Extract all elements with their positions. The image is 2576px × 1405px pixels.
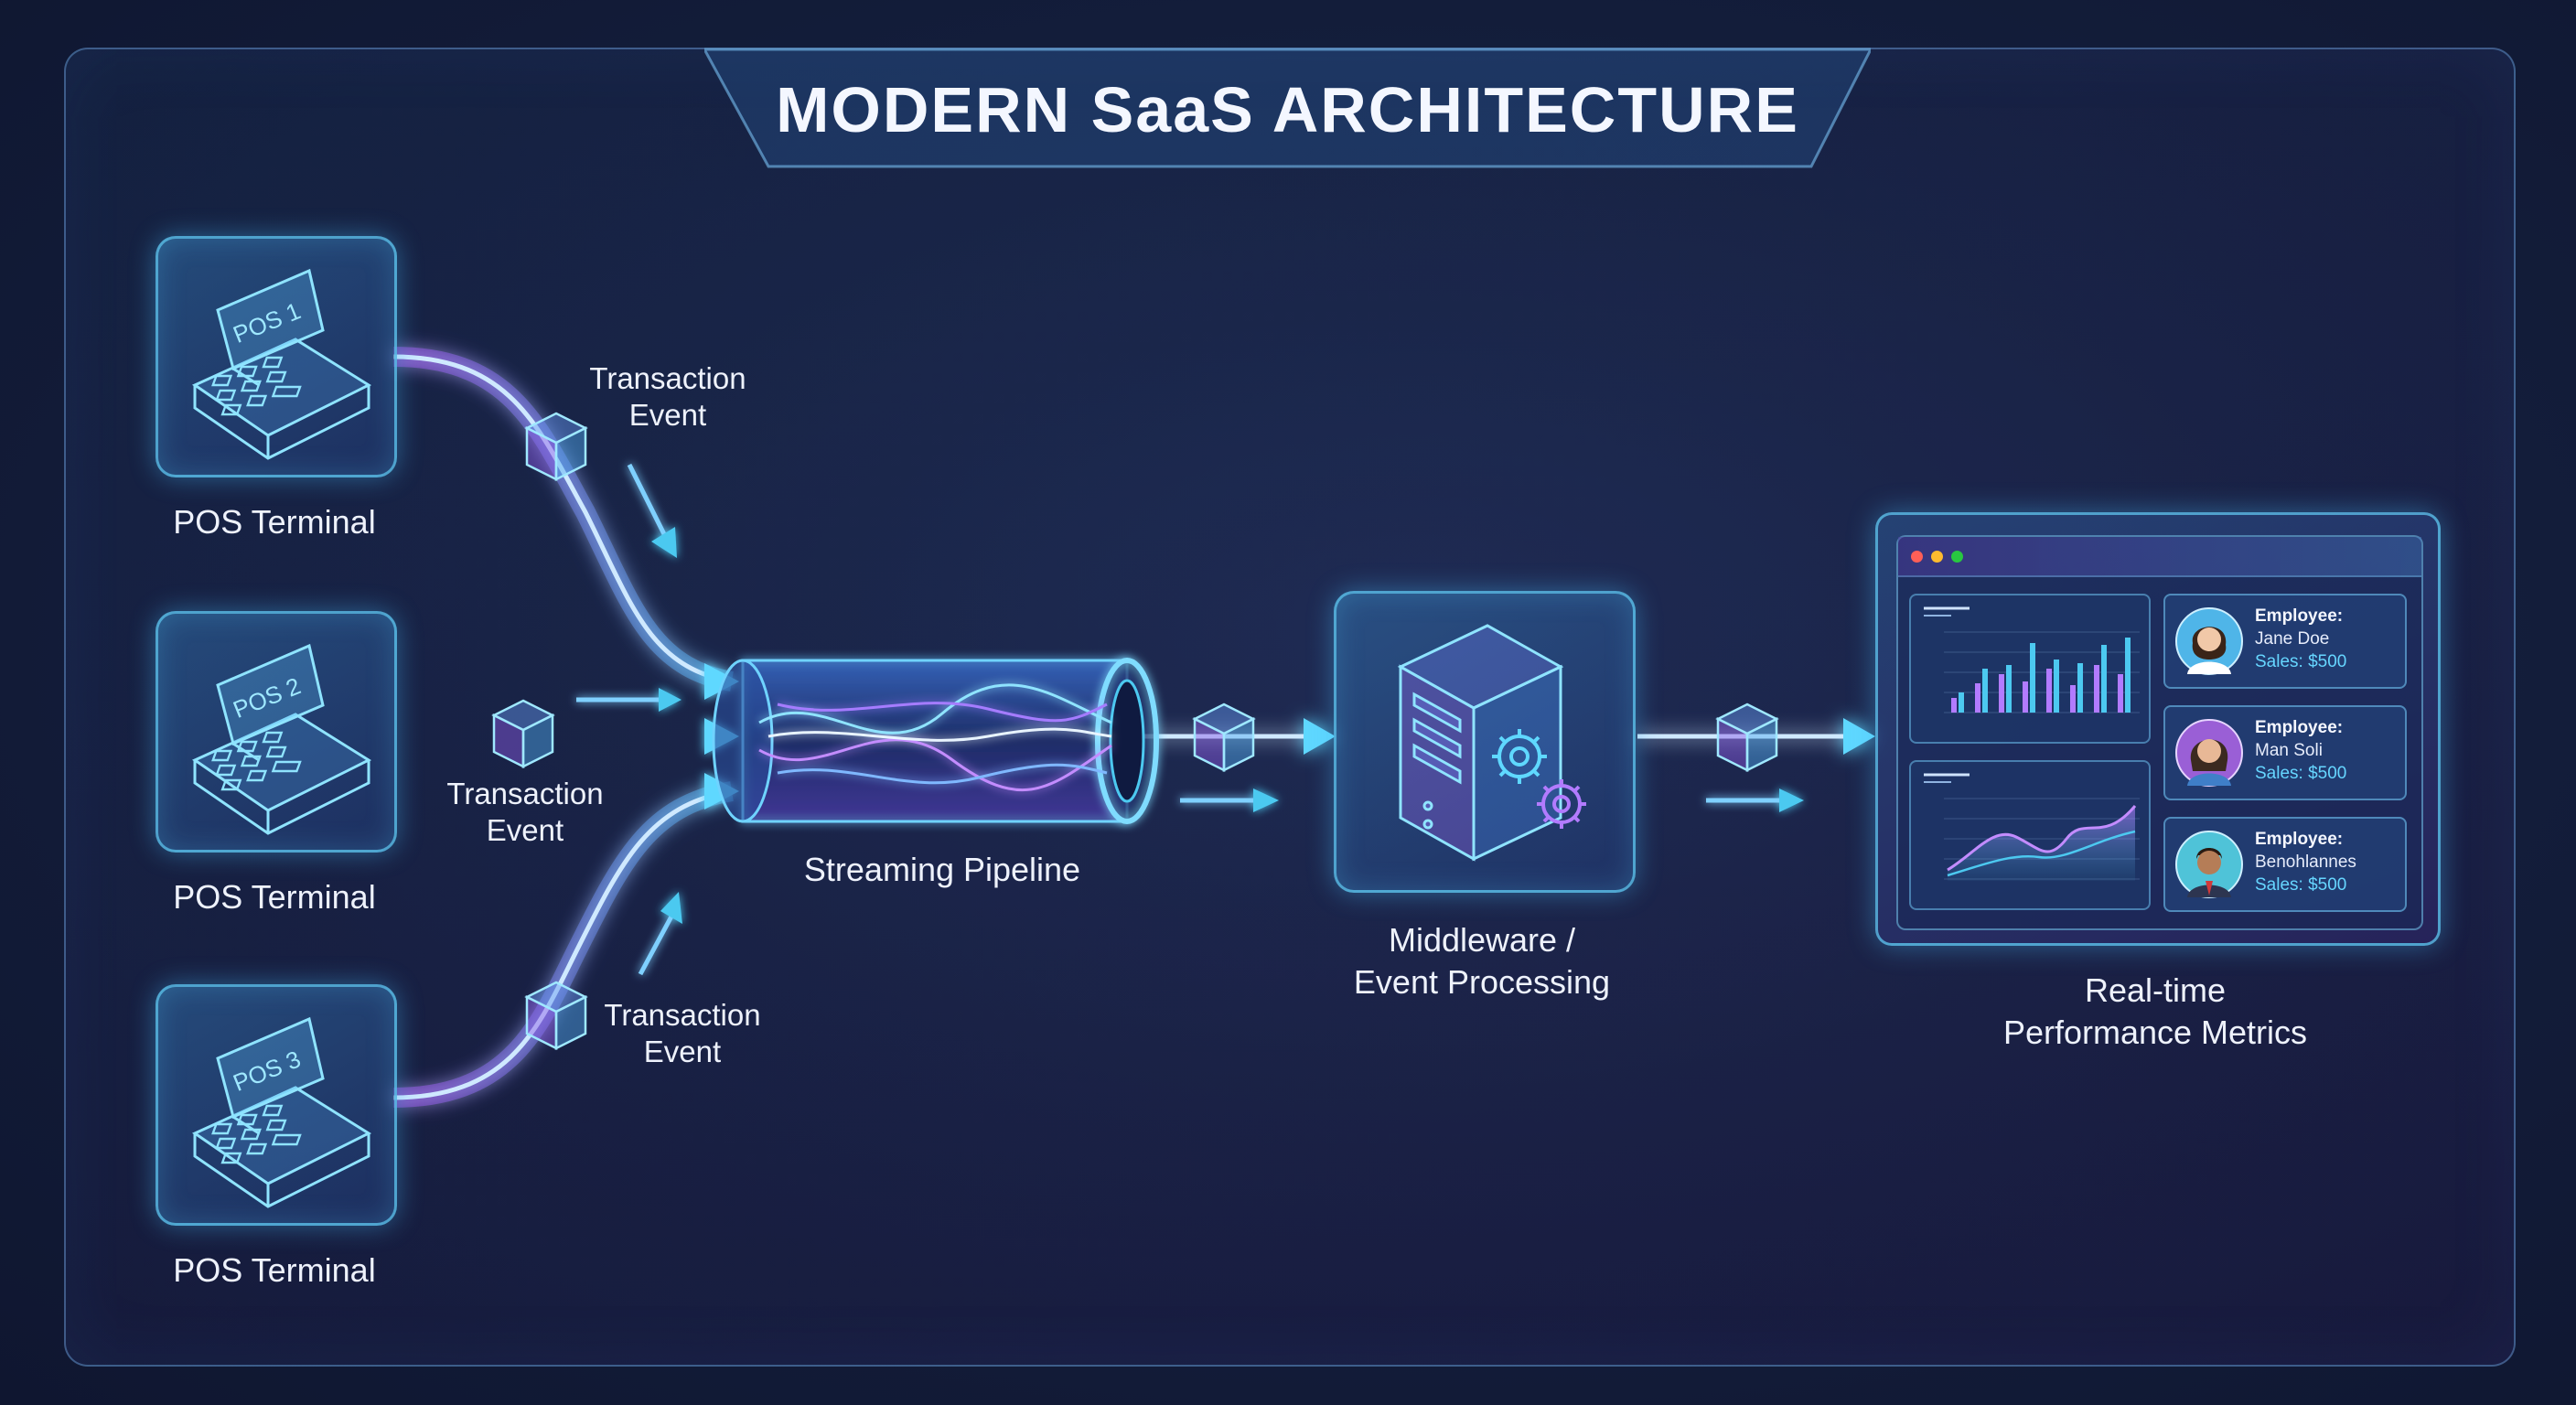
- event-cube-icon: [1192, 702, 1256, 773]
- middleware-node: [1334, 591, 1636, 893]
- maximize-dot-icon[interactable]: [1951, 551, 1963, 563]
- pos-terminal-icon: POS 3: [191, 1016, 372, 1208]
- close-dot-icon[interactable]: [1911, 551, 1923, 563]
- title-banner: MODERN SaaS ARCHITECTURE: [704, 48, 1871, 171]
- avatar: [2175, 607, 2243, 675]
- window-titlebar: [1898, 537, 2421, 577]
- area-chart-icon: [1924, 773, 2140, 881]
- bar-chart-icon: [1924, 606, 2140, 713]
- line-chart-panel: [1909, 760, 2151, 910]
- event-cube-icon: [1715, 702, 1779, 773]
- pos-terminal-2: POS 2: [156, 611, 397, 853]
- flow-to-middleware: [1134, 718, 1336, 755]
- employee-title: Employee:: [2255, 830, 2344, 849]
- page-title: MODERN SaaS ARCHITECTURE: [776, 73, 1799, 145]
- metrics-dashboard: Employee: Jane Doe Sales: $500 Employee:…: [1875, 512, 2441, 946]
- pos-terminal-3: POS 3: [156, 984, 397, 1226]
- middleware-label: Middleware /Event Processing: [1353, 921, 1611, 1001]
- minimize-dot-icon[interactable]: [1931, 551, 1943, 563]
- employee-name: Jane Doe: [2255, 629, 2330, 649]
- employee-card[interactable]: Employee: Jane Doe Sales: $500: [2163, 594, 2407, 689]
- pos-terminal-label: POS Terminal: [173, 503, 376, 541]
- bar-chart-panel: [1909, 594, 2151, 744]
- pos-terminal-icon: POS 2: [191, 643, 372, 835]
- employee-title: Employee:: [2255, 606, 2344, 626]
- flow-pos1: [392, 347, 735, 692]
- employee-title: Employee:: [2255, 718, 2344, 737]
- employee-card[interactable]: Employee: Man Soli Sales: $500: [2163, 705, 2407, 800]
- employee-name: Benohlannes: [2255, 853, 2356, 872]
- pipeline-label: Streaming Pipeline: [803, 851, 1081, 888]
- employee-sales: Sales: $500: [2255, 652, 2347, 671]
- streaming-pipeline-icon: [712, 658, 1159, 824]
- employee-sales: Sales: $500: [2255, 764, 2347, 783]
- direction-arrows: [576, 463, 1804, 976]
- pos-terminal-1: POS 1: [156, 236, 397, 477]
- pos-terminal-icon: POS 1: [191, 268, 372, 460]
- flow-pos3: [392, 781, 734, 1108]
- event-cube-icon: [524, 981, 588, 1051]
- event-cube-icon: [524, 412, 588, 482]
- avatar: [2175, 719, 2243, 787]
- pos-terminal-label: POS Terminal: [173, 1251, 376, 1289]
- pos-terminal-label: POS Terminal: [173, 878, 376, 916]
- employee-sales: Sales: $500: [2255, 875, 2347, 895]
- server-gear-icon: [1397, 624, 1586, 862]
- avatar: [2175, 831, 2243, 898]
- dashboard-window: Employee: Jane Doe Sales: $500 Employee:…: [1896, 535, 2423, 930]
- employee-name: Man Soli: [2255, 741, 2323, 760]
- employee-card[interactable]: Employee: Benohlannes Sales: $500: [2163, 817, 2407, 912]
- event-cube-icon: [491, 699, 555, 769]
